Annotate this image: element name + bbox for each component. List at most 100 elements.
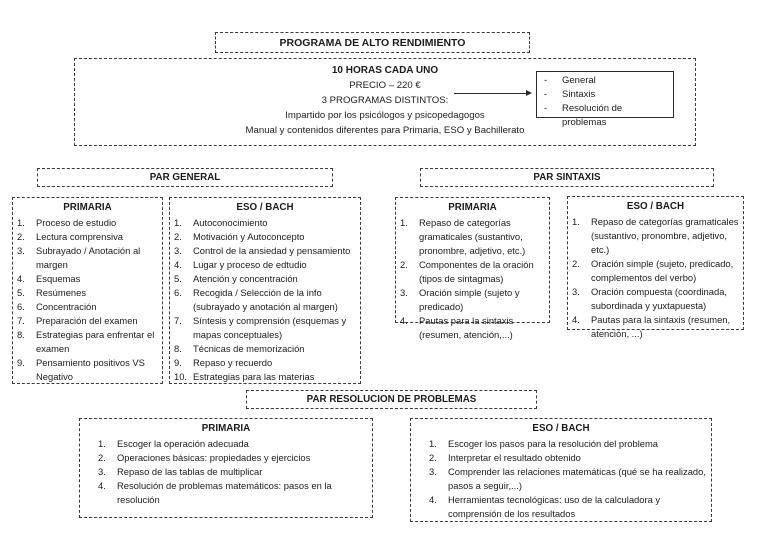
list-item-number: 9. <box>17 357 25 368</box>
box-title: PRIMARIA <box>63 202 112 213</box>
section-header-general: PAR GENERAL <box>37 168 333 187</box>
list-item-text: Repaso de las tablas de multiplicar <box>117 466 263 477</box>
info-box: 10 HORAS CADA UNO PRECIO – 220 € 3 PROGR… <box>74 58 696 146</box>
list-item-text: Esquemas <box>36 273 81 284</box>
list-item: 7. Preparación del examen <box>17 314 158 328</box>
list-item-number: 9. <box>174 357 182 368</box>
list-item-number: 3. <box>98 466 106 477</box>
list-item-number: 7. <box>174 315 182 326</box>
list-item-text: Técnicas de memorización <box>193 343 305 354</box>
list-item-number: 5. <box>174 273 182 284</box>
list-item: 4. Esquemas <box>17 272 158 286</box>
list-item: 9. Repaso y recuerdo <box>174 356 356 370</box>
box-title: ESO / BACH <box>626 201 685 212</box>
list-item-number: 2. <box>17 231 25 242</box>
list-item: 5. Atención y concentración <box>174 272 356 286</box>
box-title: PRIMARIA <box>201 423 251 434</box>
list-item-number: 4. <box>17 273 25 284</box>
list-item-number: 4. <box>572 314 580 325</box>
list-item: 5.Resúmenes <box>17 286 158 300</box>
list-item-text: Interpretar el resultado obtenido <box>448 452 581 463</box>
dash-bullet-icon: - <box>544 89 548 100</box>
info-line-teachers: Impartido por los psicólogos y psicopeda… <box>285 110 485 121</box>
list-item-number: 3. <box>17 245 25 256</box>
list-item-text: Pensamiento positivos VS Negativo <box>36 357 145 382</box>
list-item-number: 1. <box>98 438 106 449</box>
list-item-text: Escoger la operación adecuada <box>117 438 249 449</box>
list-item-text: Repaso de categorías gramaticales (susta… <box>591 216 739 255</box>
list-item-text: Estrategias para las materias <box>193 371 315 382</box>
list-item-number: 7. <box>17 315 25 326</box>
list-item-text: Pautas para la sintaxis (resumen, atenci… <box>591 314 731 339</box>
list-item: 8. Técnicas de memorización <box>174 342 356 356</box>
info-lines: 10 HORAS CADA UNO PRECIO – 220 € 3 PROGR… <box>75 63 695 138</box>
resolucion-primaria-box: PRIMARIA 1. Escoger la operación adecuada… <box>79 418 373 518</box>
list-item: 3.Oración compuesta (coordinada, subordi… <box>572 285 739 313</box>
list-item: 6.Recogida / Selección de la info (subra… <box>174 286 356 314</box>
list-item: 2. Oración simple (sujeto, predicado, com… <box>572 257 739 285</box>
box-title: PRIMARIA <box>448 202 497 213</box>
list-item: 3.Subrayado / Anotación al margen <box>17 244 158 272</box>
list-item: 1. Escoger la operación adecuada <box>84 437 368 451</box>
arrow-right-icon <box>454 90 532 96</box>
list-item-number: 8. <box>174 343 182 354</box>
dash-bullet-icon: - <box>544 103 548 114</box>
list-item: 2.Componentes de la oración (tipos de si… <box>400 258 545 286</box>
list-item-text: Herramientas tecnológicas: uso de la cal… <box>448 494 661 519</box>
list-item-number: 4. <box>174 259 182 270</box>
list-item-number: 3. <box>572 286 580 297</box>
sintaxis-primaria-list: 1.Repaso de categorías gramaticales (sus… <box>400 216 545 342</box>
general-primaria-list: 1. Proceso de estudio 2. Lectura comprensiv… <box>17 216 158 384</box>
sintaxis-esobach-list: 1.Repaso de categorías gramaticales (sus… <box>572 215 739 341</box>
list-item-number: 4. <box>429 494 437 505</box>
info-line-price: PRECIO – 220 € <box>349 80 421 91</box>
sintaxis-esobach-box: ESO / BACH 1.Repaso de categorías gramat… <box>567 196 744 339</box>
list-item-text: Oración simple (sujeto y predicado) <box>419 287 520 312</box>
list-item-number: 1. <box>429 438 437 449</box>
list-item: 1.Autoconocimiento <box>174 216 356 230</box>
list-item-number: 2. <box>429 452 437 463</box>
list-item-text: Atención y concentración <box>193 273 298 284</box>
dash-bullet-icon: - <box>544 75 548 86</box>
list-item: 2.Motivación y Autoconcepto <box>174 230 356 244</box>
info-line-manual: Manual y contenidos diferentes para Prim… <box>245 125 525 136</box>
list-item-text: Oración simple (sujeto, predicado, compl… <box>591 258 734 283</box>
resolucion-primaria-list: 1. Escoger la operación adecuada 2.Operaci… <box>84 437 368 507</box>
list-item-number: 6. <box>17 301 25 312</box>
general-primaria-box: PRIMARIA 1. Proceso de estudio 2. Lectura c… <box>12 197 163 384</box>
list-item-number: 1. <box>17 217 25 228</box>
list-item-number: 3. <box>429 466 437 477</box>
list-item: 6.Concentración <box>17 300 158 314</box>
list-item: 3. Repaso de las tablas de multiplicar <box>84 465 368 479</box>
list-item-number: 2. <box>572 258 580 269</box>
program-label: General <box>562 75 596 86</box>
list-item: 1.Repaso de categorías gramaticales (sus… <box>400 216 545 258</box>
list-item-number: 6. <box>174 287 182 298</box>
list-item: 2. Lectura comprensiva <box>17 230 158 244</box>
list-item-number: 2. <box>98 452 106 463</box>
list-item-text: Lectura comprensiva <box>36 231 124 242</box>
list-item-text: Repaso y recuerdo <box>193 357 273 368</box>
list-item-number: 5. <box>17 287 25 298</box>
list-item: 2.Operaciones básicas: propiedades y eje… <box>84 451 368 465</box>
list-item-text: Preparación del examen <box>36 315 138 326</box>
box-title: ESO / BACH <box>532 423 590 434</box>
list-item-number: 1. <box>174 217 182 228</box>
section-header-resolucion: PAR RESOLUCION DE PROBLEMAS <box>246 390 537 409</box>
list-item-text: Proceso de estudio <box>36 217 117 228</box>
arrow-head-icon <box>526 90 532 96</box>
list-item: 4.Lugar y proceso de edtudio <box>174 258 356 272</box>
programs-list-box: - General - Sintaxis - Resolución de pro… <box>536 71 674 128</box>
info-line-programs: 3 PROGRAMAS DISTINTOS: <box>321 95 449 106</box>
list-item-number: 8. <box>17 329 25 340</box>
list-item: 3.Control de la ansiedad y pensamiento <box>174 244 356 258</box>
list-item: 8.Estrategias para enfrentar el examen <box>17 328 158 356</box>
list-item: 4.Resolución de problemas matemáticos: p… <box>84 479 368 507</box>
list-item-number: 3. <box>174 245 182 256</box>
list-item: 4. Pautas para la sintaxis (resumen, aten… <box>572 313 739 341</box>
program-item-resolucion: - Resolución de problemas <box>544 102 669 130</box>
info-line-hours: 10 HORAS CADA UNO <box>331 65 439 76</box>
list-item: 9. Pensamiento positivos VS Negativo <box>17 356 158 384</box>
